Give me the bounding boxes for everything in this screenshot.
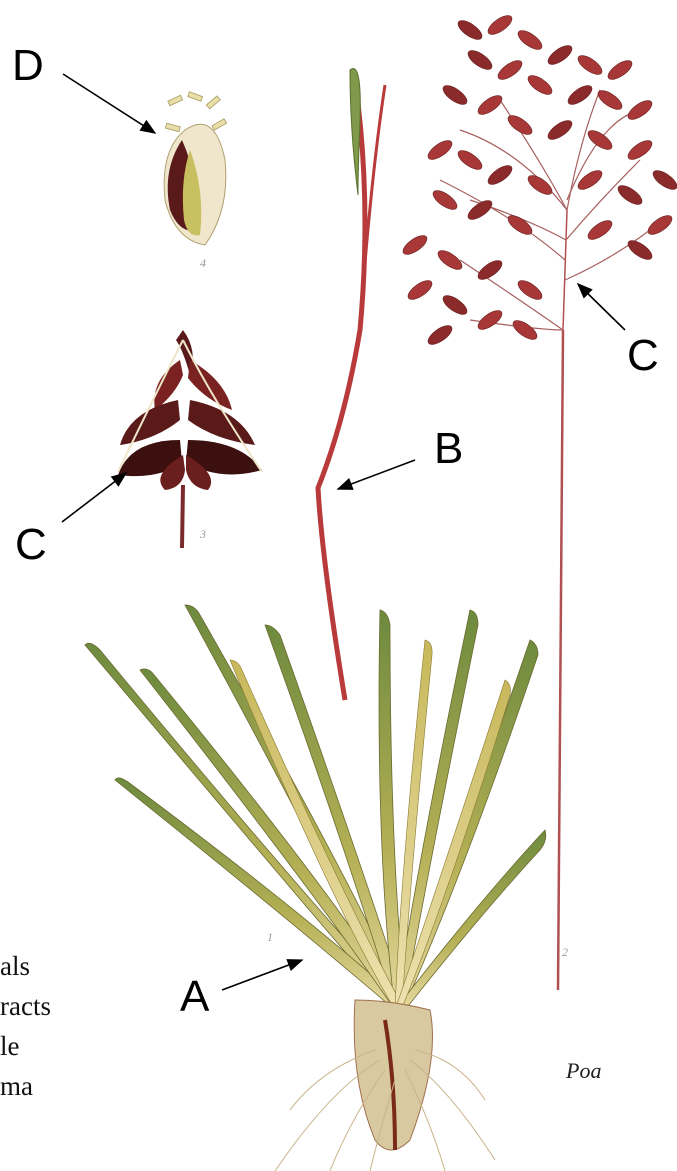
label-b: B [434, 427, 463, 471]
spikelet-figure-3 [118, 330, 262, 548]
panicle-spikelet [585, 217, 615, 243]
panicle-spikelet [650, 167, 677, 193]
leaf-tuft [85, 605, 546, 1010]
panicle-spikelet [495, 57, 525, 83]
arrows [62, 74, 625, 990]
label-c-right: C [627, 334, 659, 378]
label-a: A [180, 975, 209, 1019]
figure-number-1: 1 [267, 930, 273, 945]
base-and-roots [275, 1000, 495, 1171]
panicle-spikelet [565, 82, 595, 108]
arrow-a [222, 960, 302, 990]
panicle-spikelet [585, 127, 615, 153]
panicle-spikelet [505, 112, 535, 138]
panicle-spikelet [485, 12, 515, 38]
label-d: D [12, 44, 44, 88]
panicle-spikelet [425, 137, 455, 163]
panicle-spikelet [515, 277, 545, 303]
arrow-c-left [62, 473, 126, 522]
figure-number-2: 2 [562, 945, 568, 960]
figure-number-4: 4 [200, 256, 206, 271]
panicle-spikelet [525, 172, 555, 198]
panicle-spikelet [575, 167, 605, 193]
panicle-spikelet [525, 72, 555, 98]
panicle-spikelet [400, 232, 430, 258]
arrow-c-right [578, 284, 625, 330]
panicle-spikelet [440, 82, 470, 108]
panicle-spikelet [425, 322, 455, 348]
panicle-spikelet [475, 307, 505, 333]
label-c-left: C [15, 523, 47, 567]
panicle-spikelet [515, 27, 545, 53]
panicle-spikelet [475, 257, 505, 283]
panicle-spikelets [400, 12, 677, 348]
panicle-spikelet [625, 137, 655, 163]
panicle-spikelet [545, 42, 575, 68]
figure-number-3: 3 [200, 527, 206, 542]
panicle-spikelet [455, 147, 485, 173]
legend-fragment-4: ma [0, 1073, 33, 1100]
panicle-spikelet [405, 277, 435, 303]
legend-fragment-1: als [0, 953, 30, 980]
panicle-spikelet [625, 237, 655, 263]
floret-figure-4 [164, 92, 226, 245]
arrow-b [338, 460, 415, 489]
main-stem [318, 69, 385, 700]
panicle-spikelet [485, 162, 515, 188]
panicle-spikelet [645, 212, 675, 238]
panicle-spikelet [465, 47, 495, 73]
panicle-spikelet [505, 212, 535, 238]
genus-caption: Poa [566, 1058, 601, 1084]
arrow-d [63, 74, 155, 133]
panicle-spikelet [440, 292, 470, 318]
panicle-spikelet [475, 92, 505, 118]
panicle-spikelet [545, 117, 575, 143]
legend-fragment-3: le [0, 1033, 20, 1060]
panicle-spikelet [430, 187, 460, 213]
panicle-spikelet [605, 57, 635, 83]
panicle-spikelet [615, 182, 645, 208]
panicle-spikelet [510, 317, 540, 343]
panicle-spikelet [625, 97, 655, 123]
panicle-spikelet [455, 17, 485, 43]
panicle-spikelet [595, 87, 625, 113]
legend-fragment-2: racts [0, 993, 51, 1020]
panicle-spikelet [575, 52, 605, 78]
